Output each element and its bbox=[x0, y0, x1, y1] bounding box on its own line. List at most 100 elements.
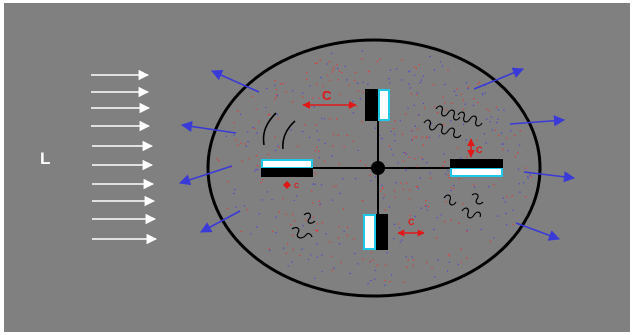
particle-dot bbox=[511, 195, 513, 197]
particle-dot bbox=[383, 197, 385, 199]
diamond-marker-icon bbox=[283, 181, 291, 189]
particle-dot bbox=[420, 79, 423, 81]
particle-dot bbox=[391, 274, 393, 276]
particle-dot bbox=[433, 228, 435, 231]
particle-dot bbox=[430, 177, 432, 179]
particle-dot bbox=[412, 264, 414, 267]
particle-dot bbox=[365, 164, 367, 166]
particle-dot bbox=[255, 108, 257, 111]
particle-dot bbox=[489, 121, 491, 123]
particle-dot bbox=[455, 94, 457, 97]
particle-dot bbox=[291, 261, 293, 263]
particle-dot bbox=[413, 136, 416, 138]
particle-dot bbox=[524, 167, 527, 169]
particle-dot bbox=[337, 134, 339, 136]
particle-dot bbox=[313, 106, 315, 108]
particle-dot bbox=[445, 109, 447, 111]
particle-dot bbox=[293, 199, 295, 202]
particle-dot bbox=[258, 213, 260, 215]
particle-dot bbox=[338, 70, 341, 72]
particle-dot bbox=[297, 145, 299, 147]
particle-dot bbox=[444, 102, 446, 104]
particle-dot bbox=[477, 83, 479, 85]
particle-dot bbox=[409, 156, 411, 158]
particle-dot bbox=[399, 227, 401, 229]
particle-dot bbox=[278, 211, 280, 213]
particle-dot bbox=[434, 106, 436, 108]
diagram-frame: L bbox=[4, 3, 630, 332]
particle-dot bbox=[260, 181, 262, 184]
particle-dot bbox=[239, 113, 242, 116]
particle-dot bbox=[335, 185, 337, 187]
particle-dot bbox=[246, 209, 248, 211]
particle-dot bbox=[444, 83, 446, 86]
particle-dot bbox=[305, 78, 308, 81]
particle-dot bbox=[338, 163, 340, 166]
particle-dot bbox=[347, 106, 350, 108]
particle-dot bbox=[337, 67, 339, 70]
particle-dot bbox=[305, 219, 307, 221]
particle-dot bbox=[233, 192, 235, 195]
particle-dot bbox=[466, 230, 468, 233]
particle-dot bbox=[348, 84, 350, 87]
particle-dot bbox=[331, 269, 334, 271]
particle-dot bbox=[314, 150, 317, 152]
particle-dot bbox=[519, 191, 521, 193]
particle-dot bbox=[505, 212, 507, 215]
particle-dot bbox=[329, 241, 331, 243]
particle-dot bbox=[353, 238, 355, 240]
particle-dot bbox=[329, 92, 332, 94]
particle-dot bbox=[302, 96, 304, 98]
particle-dot bbox=[261, 199, 263, 201]
particle-dot bbox=[338, 243, 341, 245]
incoming-label: L bbox=[40, 149, 50, 168]
particle-dot bbox=[293, 220, 296, 222]
particle-dot bbox=[255, 168, 257, 171]
particle-dot bbox=[525, 196, 527, 198]
particle-dot bbox=[275, 232, 277, 234]
particle-dot bbox=[495, 106, 498, 108]
particle-dot bbox=[331, 71, 334, 73]
particle-dot bbox=[353, 79, 356, 82]
particle-dot bbox=[240, 230, 242, 233]
particle-dot bbox=[339, 192, 341, 195]
particle-dot bbox=[276, 95, 279, 97]
particle-dot bbox=[423, 107, 426, 109]
particle-dot bbox=[342, 208, 345, 210]
particle-dot bbox=[462, 108, 465, 111]
particle-dot bbox=[450, 219, 452, 221]
particle-dot bbox=[430, 122, 433, 125]
particle-dot bbox=[342, 178, 344, 180]
particle-dot bbox=[517, 168, 520, 170]
particle-dot bbox=[460, 157, 462, 159]
particle-dot bbox=[424, 204, 427, 207]
particle-dot bbox=[394, 196, 396, 199]
particle-dot bbox=[227, 208, 229, 210]
particle-dot bbox=[394, 120, 396, 122]
particle-dot bbox=[292, 234, 294, 236]
particle-dot bbox=[234, 188, 236, 191]
particle-dot bbox=[291, 90, 294, 92]
gap-marker-top: C bbox=[302, 88, 357, 109]
particle-dot bbox=[409, 87, 411, 89]
outward-arrow-icon bbox=[180, 120, 237, 134]
particle-dot bbox=[502, 197, 504, 199]
particle-dot bbox=[321, 117, 323, 120]
particle-dot bbox=[384, 209, 386, 211]
particle-dot bbox=[275, 93, 278, 96]
outward-arrow-icon bbox=[200, 210, 241, 233]
particle-dot bbox=[332, 133, 335, 135]
particle-dot bbox=[421, 157, 423, 159]
particle-dot bbox=[258, 121, 260, 123]
particle-dot bbox=[302, 92, 304, 94]
particle-dot bbox=[352, 140, 354, 143]
particle-dot bbox=[330, 52, 333, 55]
particle-dot bbox=[390, 130, 392, 133]
particle-dot bbox=[462, 99, 465, 101]
particle-dot bbox=[251, 95, 254, 98]
particle-dot bbox=[271, 199, 273, 201]
particle-dot bbox=[312, 216, 315, 218]
particle-dot bbox=[393, 238, 395, 240]
particle-dot bbox=[332, 68, 334, 71]
particle-dot bbox=[256, 165, 259, 167]
